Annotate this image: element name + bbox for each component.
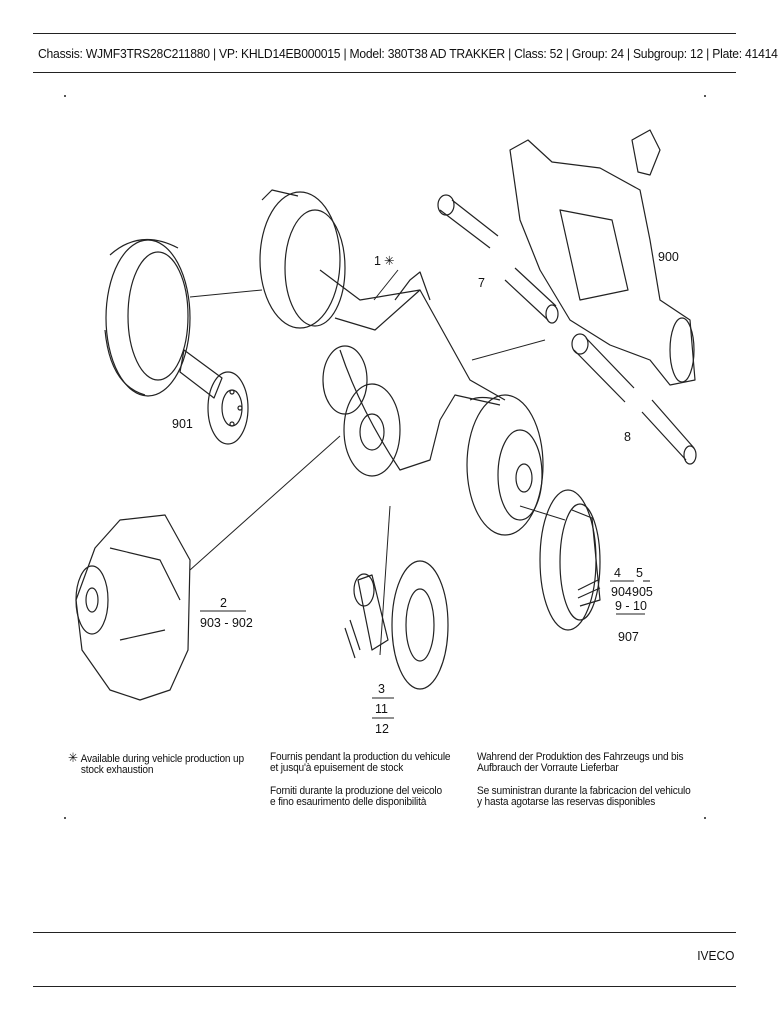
callout-5: 5: [636, 566, 643, 580]
footer-bottom-rule: [33, 986, 736, 987]
corner-mark-bl: [64, 817, 66, 819]
callout-9-10: 9 - 10: [615, 599, 647, 613]
leader-lines: [189, 269, 566, 656]
note-french: Fournis pendant la production du vehicul…: [270, 751, 451, 774]
callout-4: 4: [614, 566, 621, 580]
part-axle-housing: [259, 189, 544, 536]
footer-top-rule: [33, 932, 736, 933]
part-differential-carrier: [75, 514, 191, 701]
exploded-parts-diagram: 1 ✳ 7 900 901 8 2 903 - 902 3 11 12 4 5 …: [75, 129, 697, 736]
callout-7: 7: [478, 276, 485, 290]
note-italian: Forniti durante la produzione del veicol…: [270, 785, 442, 808]
part-brake-drum: [104, 238, 191, 397]
note-english: ✳Available during vehicle production up …: [68, 750, 244, 776]
part-bare-housing: [509, 129, 696, 386]
part-brake-assembly: [539, 489, 601, 631]
callout-903-902: 903 - 902: [200, 616, 253, 630]
page-header: Chassis: WJMF3TRS28C211880 | VP: KHLD14E…: [38, 46, 778, 61]
corner-mark-tl: [64, 95, 66, 97]
fraction-bars: [200, 580, 650, 719]
callout-12: 12: [375, 722, 389, 736]
callout-3: 3: [378, 682, 385, 696]
brand-iveco: IVECO: [696, 948, 734, 963]
corner-mark-br: [704, 817, 706, 819]
part-half-shaft-7: [437, 194, 559, 324]
note-german: Wahrend der Produktion des Fahrzeugs und…: [477, 751, 684, 774]
callout-900: 900: [658, 250, 679, 264]
callout-8: 8: [624, 430, 631, 444]
asterisk-mark: ✳: [68, 750, 78, 765]
corner-mark-tr: [704, 95, 706, 97]
part-crown-wheel-pinion: [344, 560, 449, 690]
part-half-shaft-8: [571, 333, 697, 465]
callout-901: 901: [172, 417, 193, 431]
callout-904: 904: [611, 585, 632, 599]
callout-11: 11: [375, 702, 388, 716]
callout-1-mark: ✳: [384, 254, 395, 268]
header-top-rule: [33, 33, 736, 34]
callout-2: 2: [220, 596, 227, 610]
callout-907: 907: [618, 630, 639, 644]
callout-1: 1: [374, 254, 381, 268]
note-spanish: Se suministran durante la fabricacion de…: [477, 785, 691, 808]
part-flange-shaft: [179, 349, 249, 445]
callout-905: 905: [632, 585, 653, 599]
header-bottom-rule: [33, 72, 736, 73]
